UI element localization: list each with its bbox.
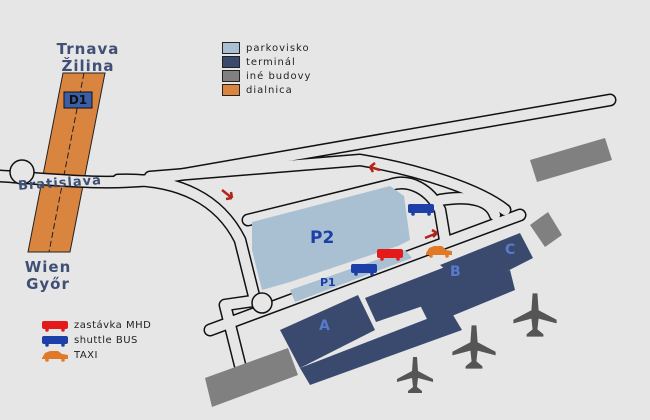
- legend-swatch: [222, 70, 240, 82]
- roundabout-south: [251, 292, 273, 314]
- city-wien: Wien: [24, 258, 72, 276]
- legend-label: iné budovy: [246, 70, 312, 82]
- legend-item-other-buildings: iné budovy: [222, 69, 311, 83]
- building-e: [530, 212, 562, 247]
- shuttle-bus-icon: [351, 264, 377, 276]
- transport-legend: zastávka MHD shuttle BUS TAXI: [42, 318, 151, 363]
- bus-icon: [42, 335, 68, 347]
- car-icon: [42, 350, 68, 362]
- terminal-a-label: A: [319, 318, 330, 334]
- legend-label: TAXI: [74, 350, 98, 361]
- legend-label: dialnica: [246, 84, 293, 96]
- terminal-b-label: B: [450, 264, 461, 280]
- parking-p2-label: P2: [310, 228, 335, 248]
- legend-item-shuttle: shuttle BUS: [42, 333, 151, 348]
- city-gyor: Győr: [26, 275, 70, 293]
- legend-item-parking: parkovisko: [222, 41, 311, 55]
- legend-item-mhd: zastávka MHD: [42, 318, 151, 333]
- parking-p2: [252, 186, 410, 290]
- legend-swatch: [222, 56, 240, 68]
- taxi-icon: [426, 246, 452, 258]
- airplane-icons: [397, 293, 557, 393]
- roundabout-west: [9, 159, 35, 185]
- parking-p1: [290, 250, 412, 302]
- direction-arrows: [221, 162, 438, 240]
- legend-label: shuttle BUS: [74, 335, 138, 346]
- city-zilina: Žilina: [61, 57, 115, 75]
- parking-p1-label: P1: [320, 276, 336, 289]
- building-sw: [205, 348, 298, 407]
- legend-label: terminál: [246, 56, 296, 68]
- bus-icon: [42, 320, 68, 332]
- mhd-bus-icon: [377, 249, 403, 261]
- city-trnava: Trnava: [56, 40, 120, 58]
- terminal-c-label: C: [505, 242, 516, 258]
- map-legend: parkovisko terminál iné budovy dialnica: [222, 41, 311, 97]
- legend-item-taxi: TAXI: [42, 348, 151, 363]
- legend-swatch: [222, 84, 240, 96]
- building-ne: [530, 138, 612, 182]
- shuttle-bus-icon: [408, 204, 434, 216]
- terminal-building: [280, 233, 533, 385]
- highway-d1-label: D1: [68, 93, 88, 107]
- legend-item-highway: dialnica: [222, 83, 311, 97]
- legend-label: parkovisko: [246, 42, 310, 54]
- legend-swatch: [222, 42, 240, 54]
- legend-label: zastávka MHD: [74, 320, 152, 331]
- legend-item-terminal: terminál: [222, 55, 311, 69]
